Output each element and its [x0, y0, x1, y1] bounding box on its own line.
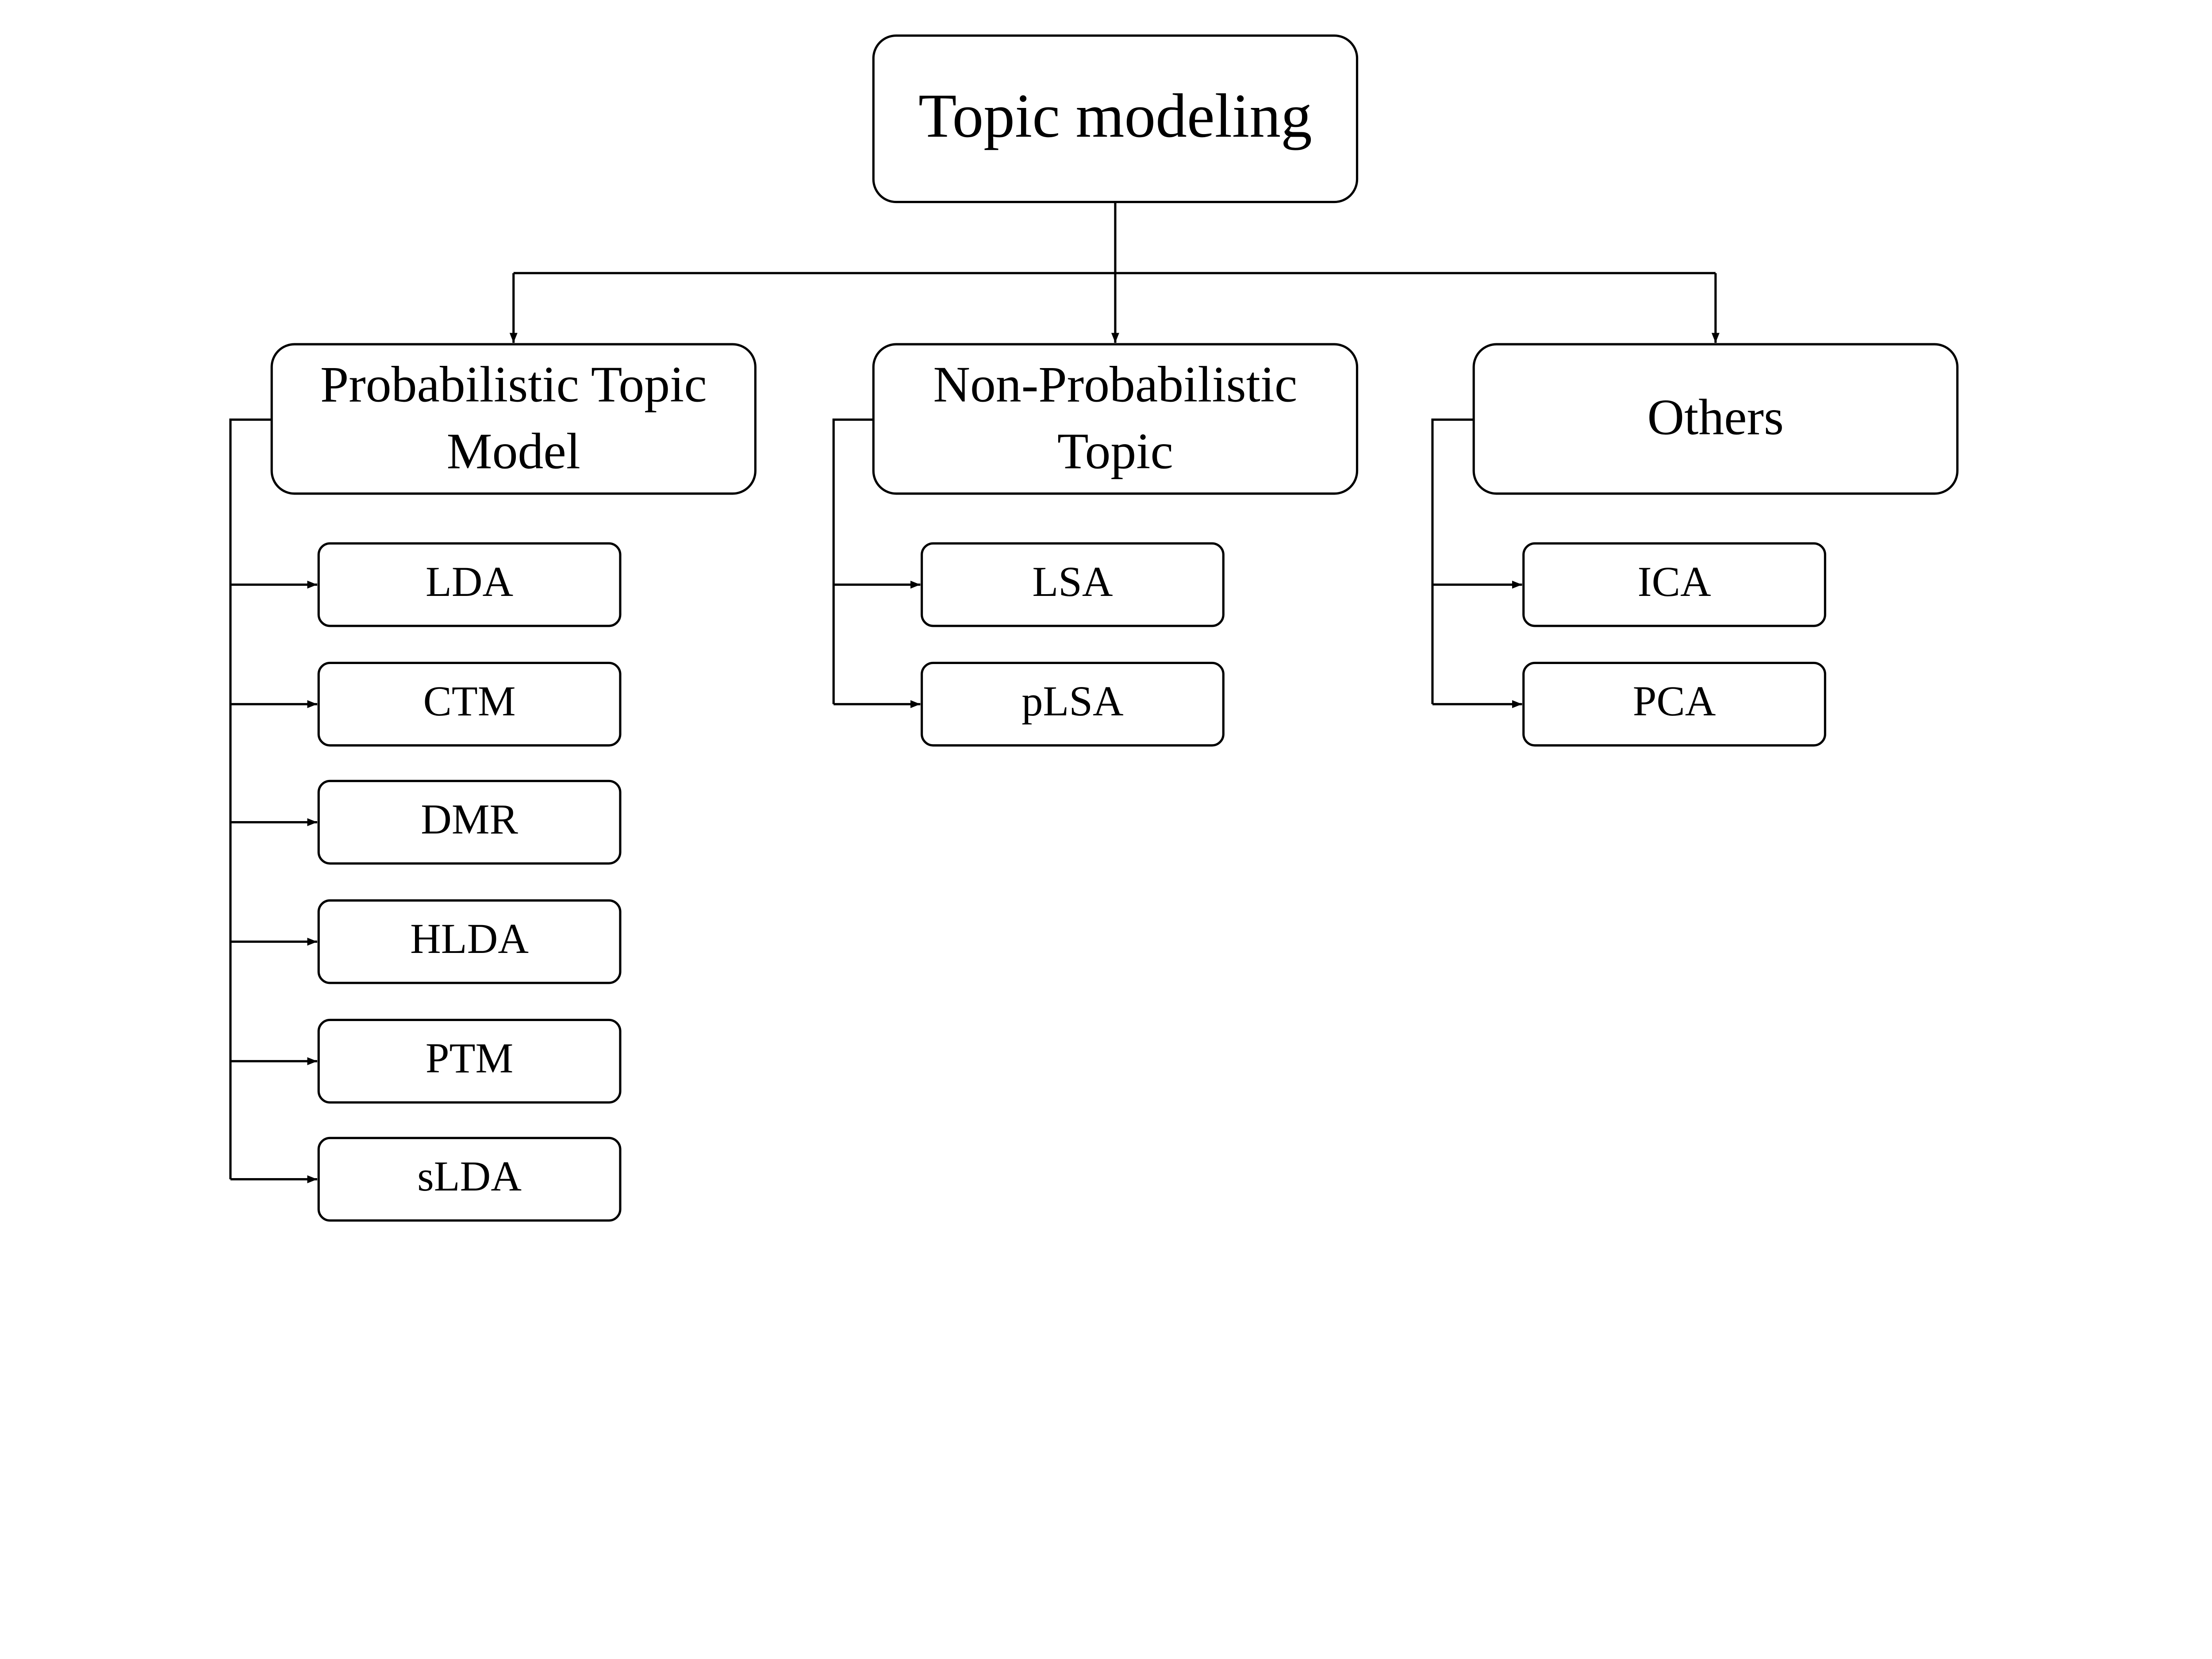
method-node: CTM	[230, 661, 622, 747]
topic-modeling-tree: Topic modeling Probabilistic TopicModelL…	[229, 34, 1959, 1222]
method-node: PTM	[230, 1018, 622, 1104]
category-rail	[229, 418, 272, 1179]
category-rail	[832, 418, 874, 704]
method-label: ICA	[1638, 558, 1711, 605]
method-node: HLDA	[230, 899, 622, 984]
root-connectors	[509, 202, 1720, 343]
method-node: PCA	[1432, 661, 1826, 747]
method-node: pLSA	[833, 661, 1225, 747]
method-label: sLDA	[417, 1152, 522, 1200]
method-label: CTM	[423, 677, 516, 725]
category-label: Others	[1647, 389, 1784, 446]
method-label: LDA	[426, 558, 513, 605]
root-label: Topic modeling	[918, 81, 1312, 150]
method-node: LDA	[230, 542, 622, 627]
method-label: DMR	[421, 795, 518, 843]
category-label: Topic	[1057, 423, 1173, 480]
method-node: DMR	[230, 780, 622, 865]
root-node: Topic modeling	[872, 34, 1359, 204]
category-label: Model	[447, 423, 580, 480]
method-node: LSA	[833, 542, 1225, 627]
method-node: ICA	[1432, 542, 1826, 627]
method-label: HLDA	[410, 915, 529, 962]
method-label: LSA	[1032, 558, 1113, 605]
method-label: PTM	[426, 1034, 513, 1082]
category-rail	[1431, 418, 1474, 704]
category-label: Non-Probabilistic	[933, 357, 1297, 413]
method-node: sLDA	[230, 1137, 622, 1222]
method-label: PCA	[1633, 677, 1716, 725]
method-label: pLSA	[1022, 677, 1123, 725]
category-label: Probabilistic Topic	[320, 357, 707, 413]
